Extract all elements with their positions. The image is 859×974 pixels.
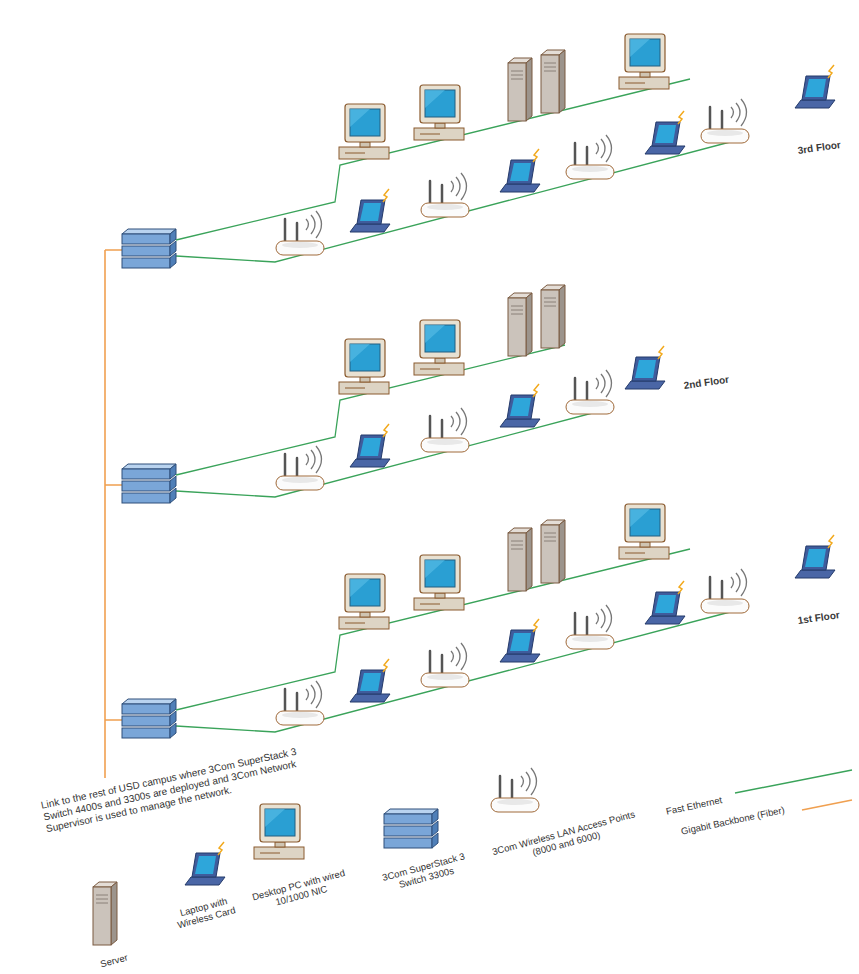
access-point-icon (566, 370, 614, 414)
legend-server-icon (93, 882, 117, 945)
laptop-icon (645, 581, 685, 624)
legend-label: Laptop with Wireless Card (168, 892, 242, 932)
laptop-icon (350, 189, 390, 232)
ethernet-wire (176, 79, 730, 262)
text-anchor: Fast Ethernet (665, 806, 722, 817)
desktop-icon (619, 34, 669, 89)
legend-text: Laptop with Wireless Card (176, 895, 236, 931)
server-icon (508, 58, 532, 121)
access-point-icon (701, 569, 749, 613)
laptop-icon (500, 384, 540, 427)
laptop-icon (645, 111, 685, 154)
server-icon (541, 285, 565, 348)
legend-desktop-icon (254, 804, 304, 859)
legend-text: Desktop PC with wired 10/1000 NIC (251, 867, 346, 908)
server-icon (541, 520, 565, 583)
desktop-icon (619, 504, 669, 559)
text-anchor: Gigabit Backbone (Fiber) (680, 826, 786, 837)
floor-band: 1st Floor (8, 500, 859, 752)
laptop-icon (795, 535, 835, 578)
floor-outline (8, 265, 745, 530)
legend-text: 3Com SuperStack 3 Switch 3300s (381, 850, 466, 890)
laptop-icon (350, 424, 390, 467)
legend-label: 3Com Wireless LAN Access Points (8000 an… (490, 808, 641, 869)
switch-icon (122, 229, 176, 268)
access-point-icon (276, 681, 324, 725)
desktop-icon (339, 104, 389, 159)
access-point-icon (276, 211, 324, 255)
legend-label: 3Com SuperStack 3 Switch 3300s (374, 848, 476, 896)
floor-plane (8, 500, 859, 752)
desktop-icon (339, 339, 389, 394)
desktop-icon (414, 320, 464, 375)
legend-text: Server (99, 952, 129, 970)
ethernet-wire (176, 549, 730, 732)
floor-outline (8, 30, 859, 295)
access-point-icon (421, 408, 469, 452)
text-anchor: 3Com Wireless LAN Access Points (8000 an… (490, 827, 640, 850)
access-point-icon (421, 173, 469, 217)
server-icon (508, 528, 532, 591)
floor-label: 1st Floor (797, 609, 840, 626)
legend-text: 3Com Wireless LAN Access Points (8000 an… (491, 808, 636, 858)
laptop-icon (500, 149, 540, 192)
switch-icon (122, 699, 176, 738)
floor-label: 2nd Floor (683, 374, 730, 391)
access-point-icon (276, 446, 324, 490)
legend-switch-icon (384, 809, 438, 848)
text-anchor: Laptop with Wireless Card (170, 901, 240, 924)
legend-access-point-icon (491, 768, 539, 812)
laptop-icon (350, 659, 390, 702)
floor-outline (8, 500, 859, 752)
switch-icon (122, 464, 176, 503)
legend-line-sample (802, 800, 852, 810)
legend-label: Desktop PC with wired 10/1000 NIC (249, 866, 351, 914)
floor-plane (8, 30, 859, 295)
fiber-backbone (105, 250, 122, 778)
server-icon (541, 50, 565, 113)
server-icon (508, 293, 532, 356)
text-anchor: Link to the rest of USD campus where 3Co… (40, 800, 330, 836)
access-point-icon (566, 605, 614, 649)
desktop-icon (339, 574, 389, 629)
legend-label: Fast Ethernet (665, 794, 723, 817)
access-point-icon (421, 643, 469, 687)
laptop-icon (500, 619, 540, 662)
ethernet-wire (176, 345, 600, 497)
floor-band: 2nd Floor (8, 265, 745, 530)
legend-text: Fast Ethernet (665, 794, 723, 817)
text-anchor: Desktop PC with wired 10/1000 NIC (250, 879, 350, 902)
note-text: Link to the rest of USD campus where 3Co… (40, 740, 331, 836)
legend-line-sample (735, 770, 852, 793)
desktop-icon (414, 555, 464, 610)
laptop-icon (625, 346, 665, 389)
floor-plane (8, 265, 745, 530)
text-anchor: 3Com SuperStack 3 Switch 3300s (375, 861, 475, 884)
desktop-icon (414, 85, 464, 140)
floor-band: 3rd Floor (8, 30, 859, 295)
access-point-icon (701, 99, 749, 143)
text-anchor: Server (89, 955, 139, 966)
access-point-icon (566, 135, 614, 179)
floor-label: 3rd Floor (797, 139, 841, 156)
laptop-icon (795, 65, 835, 108)
legend-label: Server (88, 949, 139, 973)
legend-laptop-icon (185, 842, 225, 885)
